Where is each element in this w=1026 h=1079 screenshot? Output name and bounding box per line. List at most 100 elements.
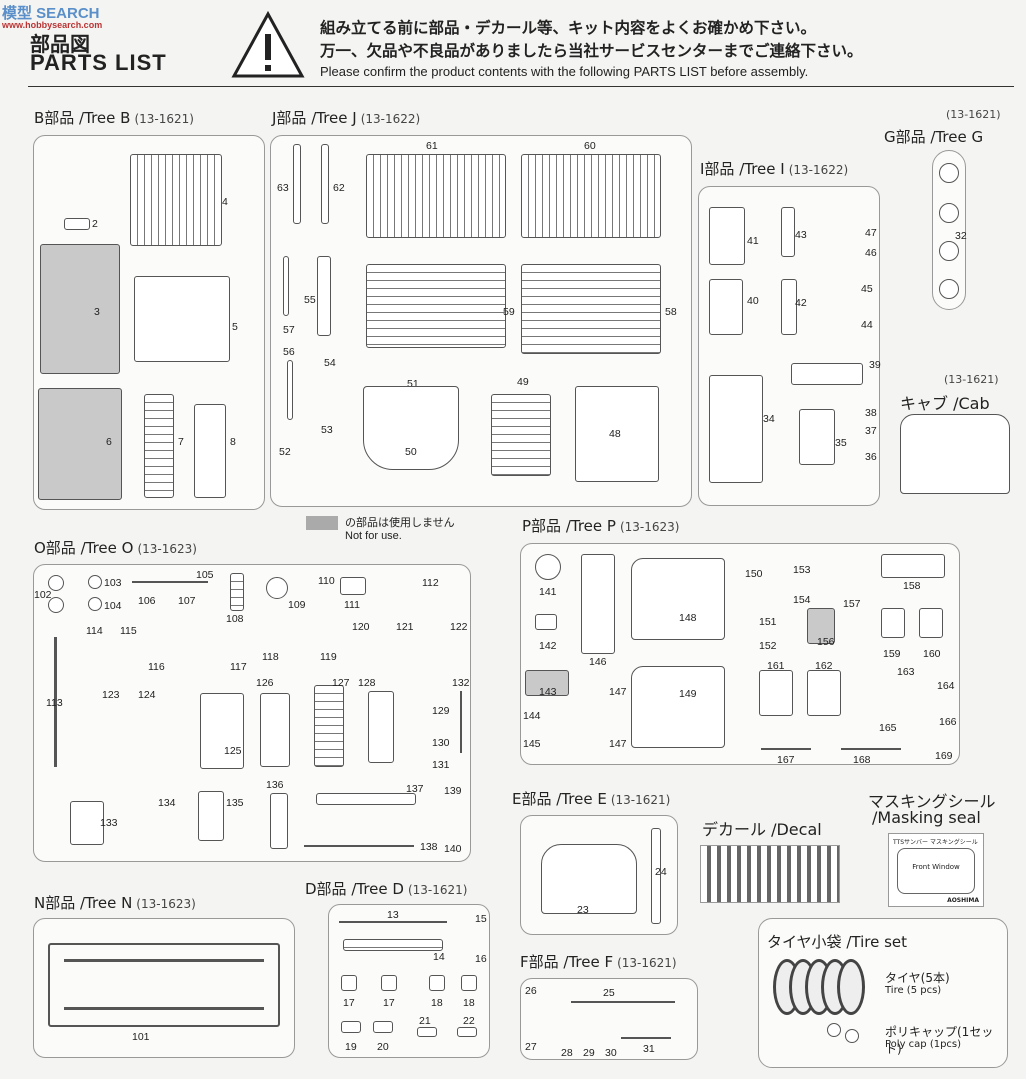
part-6-unused (38, 388, 122, 500)
cab-label: キャブ /Cab (900, 394, 990, 413)
part-number: 32 (955, 230, 967, 242)
part-number: 108 (226, 613, 244, 625)
part-48 (575, 386, 659, 482)
part-number: 154 (793, 594, 811, 606)
masking-label-jp: マスキングシール (868, 792, 996, 811)
part-number: 165 (879, 722, 897, 734)
part-number: 41 (747, 235, 759, 247)
part-21 (417, 1027, 437, 1037)
part-number: 130 (432, 737, 450, 749)
part-number: 31 (643, 1043, 655, 1055)
part-number: 47 (865, 227, 877, 239)
tree-p-label: P部品 /Tree P(13-1623) (522, 517, 680, 535)
part-number: 55 (304, 294, 316, 306)
part-42 (781, 279, 797, 335)
part-number: 42 (795, 297, 807, 309)
header-rule (28, 86, 1014, 87)
part-40 (709, 279, 743, 335)
part-number: 26 (525, 985, 537, 997)
part-number: 157 (843, 598, 861, 610)
part-number: 6 (106, 436, 112, 448)
tree-o-label: O部品 /Tree O(13-1623) (34, 539, 197, 557)
part-number: 119 (320, 651, 337, 663)
part-number: 115 (120, 625, 137, 637)
part-number: 22 (463, 1015, 475, 1027)
part-number: 146 (589, 656, 607, 668)
part-number: 163 (897, 666, 915, 678)
part-number: 56 (283, 346, 295, 358)
part-number: 17 (343, 997, 355, 1009)
part-number: 136 (266, 779, 284, 791)
part-number: 145 (523, 738, 541, 750)
part-number: 2 (92, 218, 98, 230)
part-number: 52 (279, 446, 291, 458)
part-143-unused (525, 670, 569, 696)
part-101-frame (48, 943, 280, 1027)
part-number: 140 (444, 843, 462, 855)
part-number: 141 (539, 586, 557, 598)
part-34 (709, 375, 763, 483)
part-number: 45 (861, 283, 873, 295)
wheel-icon (939, 163, 959, 183)
part-number: 112 (422, 577, 439, 589)
part-number: 14 (433, 951, 445, 963)
tree-e-frame: 23 24 (520, 815, 678, 935)
part-57 (283, 256, 289, 316)
poly-cap-label-jp: ポリキャップ(1セット) (885, 1025, 994, 1056)
part-number: 113 (46, 697, 63, 709)
part-63 (293, 144, 301, 224)
part-108 (230, 573, 244, 611)
part-number: 104 (104, 600, 122, 612)
part-number: 103 (104, 577, 122, 589)
part-18 (429, 975, 445, 991)
part-number: 143 (539, 686, 557, 698)
part-number: 43 (795, 229, 807, 241)
tree-o-frame: 102 103 104 105 106 107 108 109 110 111 … (33, 564, 471, 862)
part-137 (316, 793, 416, 805)
part-55 (317, 256, 331, 336)
part-number: 101 (132, 1031, 150, 1043)
part-number: 151 (759, 616, 777, 628)
part-17 (341, 975, 357, 991)
part-number: 60 (584, 140, 596, 152)
part-3-unused (40, 244, 120, 374)
part-39 (791, 363, 863, 385)
part-number: 21 (419, 1015, 431, 1027)
part-58 (521, 264, 661, 354)
decal-sheet (700, 845, 840, 903)
part-148 (631, 558, 725, 640)
part-number: 162 (815, 660, 833, 672)
part-14 (343, 939, 443, 951)
part-number: 148 (679, 612, 697, 624)
part-35 (799, 409, 835, 465)
part-number: 36 (865, 451, 877, 463)
part-160 (919, 608, 943, 638)
part-number: 120 (352, 621, 370, 633)
tree-e-label: E部品 /Tree E(13-1621) (512, 790, 671, 808)
part-number: 13 (387, 909, 399, 921)
part-number: 128 (358, 677, 376, 689)
part-24 (651, 828, 661, 924)
part-number: 131 (432, 759, 450, 771)
part-number: 48 (609, 428, 621, 440)
part-number: 160 (923, 648, 941, 660)
poly-cap-icon (827, 1023, 841, 1037)
tree-b-label: B部品 /Tree B(13-1621) (34, 109, 194, 127)
part-8 (194, 404, 226, 498)
part-number: 147 (609, 686, 627, 698)
part-number: 123 (102, 689, 120, 701)
part-number: 126 (256, 677, 274, 689)
part-19 (341, 1021, 361, 1033)
part-5 (134, 276, 230, 362)
part-number: 53 (321, 424, 333, 436)
part-number: 3 (94, 306, 100, 318)
part-number: 153 (793, 564, 811, 576)
part-61 (366, 154, 506, 238)
part-number: 117 (230, 661, 247, 673)
part-7 (144, 394, 174, 498)
part-59 (366, 264, 506, 348)
part-number: 118 (262, 651, 279, 663)
part-number: 44 (861, 319, 873, 331)
part-number: 37 (865, 425, 877, 437)
